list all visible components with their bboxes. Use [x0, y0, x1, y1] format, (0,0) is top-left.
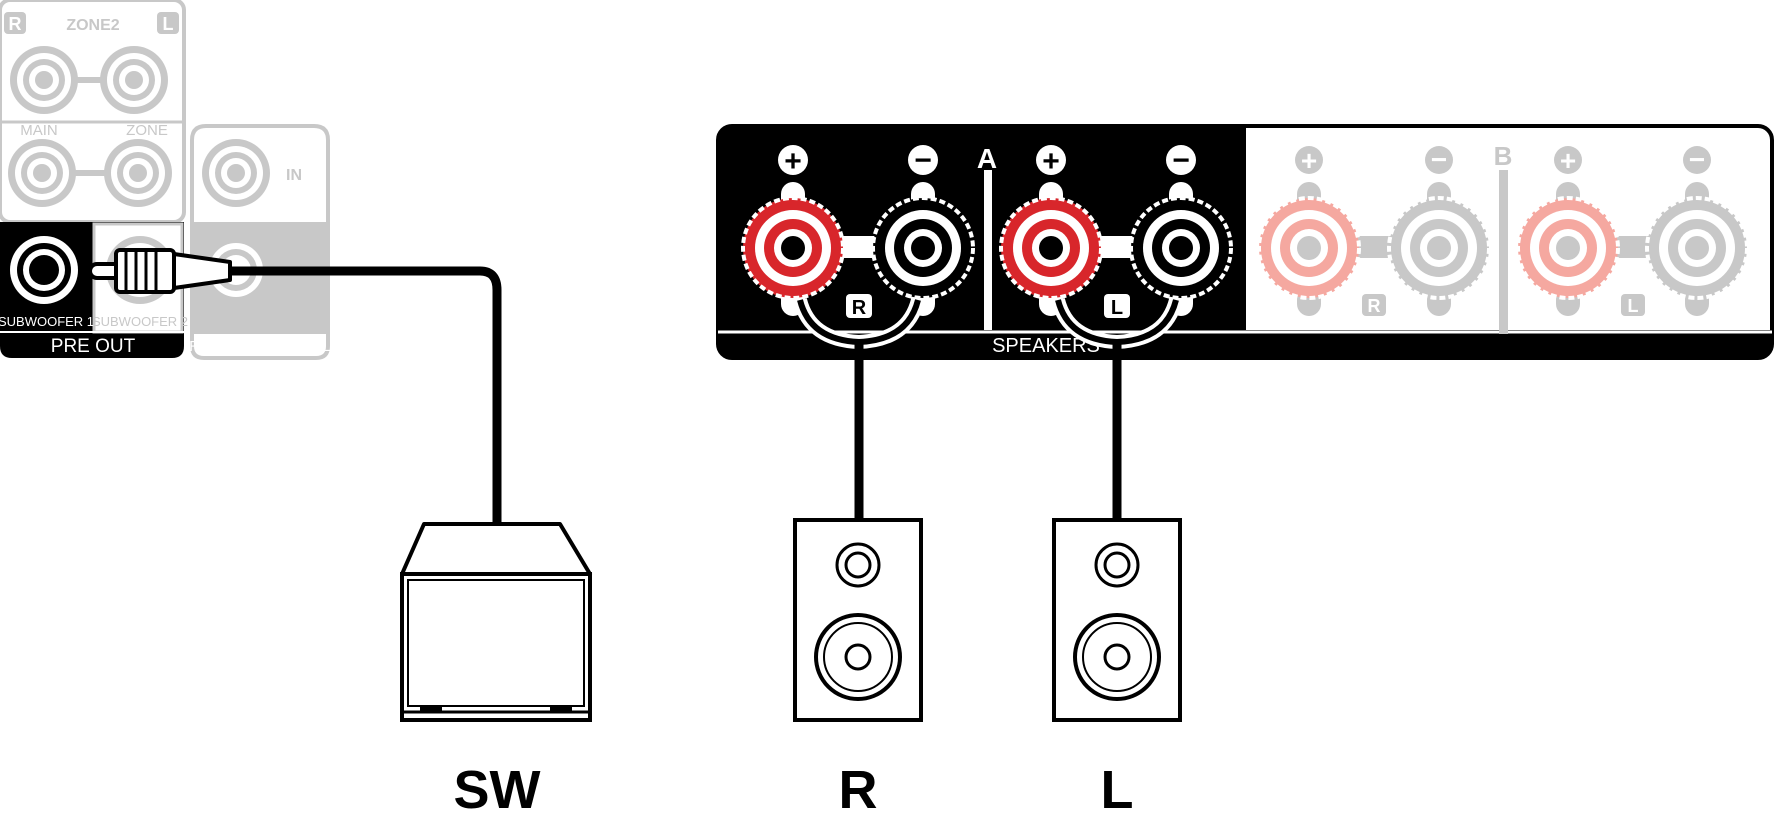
zone2-title: ZONE2 [66, 17, 119, 34]
right-speaker-icon [793, 518, 923, 722]
zone2-jack-zone [104, 139, 172, 207]
pre-out-title: PRE OUT [51, 336, 136, 357]
zone2-zone-label: ZONE [126, 122, 168, 139]
left-speaker-icon [1052, 518, 1182, 722]
group-a-label: A [977, 143, 997, 174]
right-speaker-label: R [839, 760, 878, 820]
zone2-r-badge: R [9, 14, 22, 34]
zone2-jack-r [10, 46, 78, 114]
b-r-channel-badge: R [1368, 296, 1381, 316]
zone2-jack-l [100, 46, 168, 114]
subwoofer1-jack[interactable] [10, 236, 78, 304]
speaker-a-l-terminals: + − L [999, 144, 1233, 350]
a-l-minus-symbol: − [1172, 144, 1190, 177]
speakers-title: SPEAKERS [992, 335, 1100, 357]
a-r-channel-badge: R [852, 297, 867, 319]
speaker-b-l-terminals: + − L [1516, 144, 1749, 316]
zone2-jack-main [8, 139, 76, 207]
b-l-minus-symbol: − [1689, 144, 1705, 175]
b-l-plus-symbol: + [1560, 145, 1576, 176]
subwoofer-icon [400, 522, 592, 722]
remote-in-jack [202, 139, 270, 207]
speaker-a-r-terminals: + − R [741, 144, 975, 350]
zone2-main-label: MAIN [20, 122, 58, 139]
b-r-plus-symbol: + [1301, 145, 1317, 176]
group-b-label: B [1494, 141, 1513, 171]
b-l-channel-badge: L [1628, 296, 1639, 316]
zone2-panel: R ZONE2 L MAIN ZONE [0, 0, 186, 224]
remote-in-label: IN [286, 167, 302, 184]
a-l-plus-symbol: + [1042, 145, 1060, 178]
a-r-plus-symbol: + [784, 145, 802, 178]
zone2-l-badge: L [163, 14, 174, 34]
remote-control-panel: IN REMOTE CONTROL [189, 124, 331, 360]
speaker-terminal-panel: SPEAKERS A B + − [716, 124, 1774, 360]
remote-control-title: REMOTE CONTROL [189, 338, 331, 355]
speaker-cables [854, 340, 1122, 522]
left-speaker-label: L [1101, 760, 1134, 820]
subwoofer1-label: SUBWOOFER 1 [0, 314, 94, 329]
a-r-minus-symbol: − [914, 144, 932, 177]
a-l-channel-badge: L [1111, 297, 1123, 319]
subwoofer-label: SW [454, 760, 541, 820]
speaker-b-r-terminals: + − R [1257, 144, 1491, 316]
b-r-minus-symbol: − [1431, 144, 1447, 175]
subwoofer-cable [88, 248, 502, 528]
subwoofer2-label: SUBWOOFER 2 [92, 314, 188, 329]
